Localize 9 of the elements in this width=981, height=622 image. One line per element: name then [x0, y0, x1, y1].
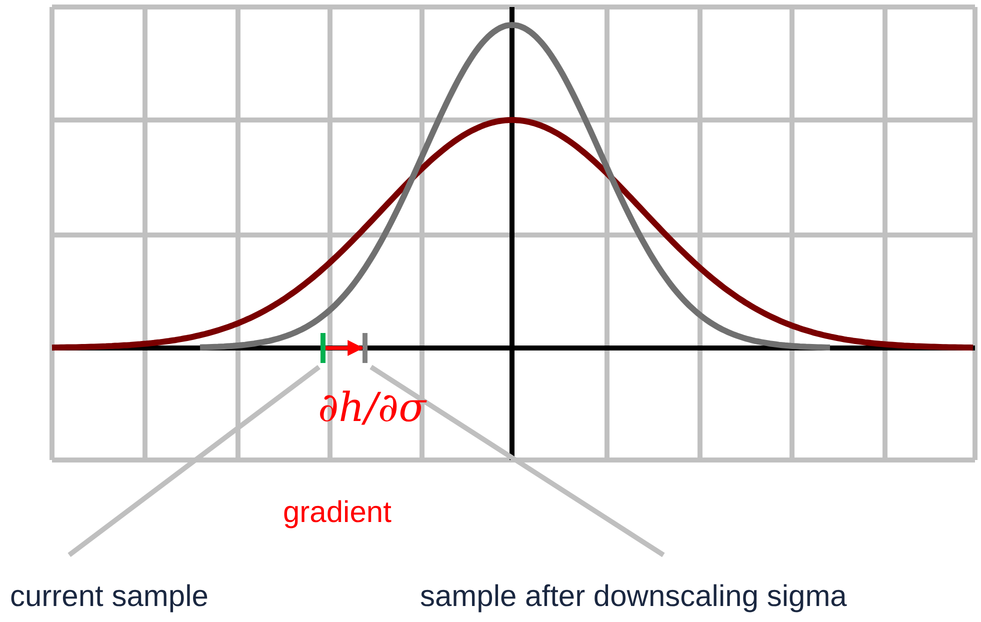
sample-caption: current sample: [10, 580, 208, 614]
sample-tick: [362, 333, 368, 363]
leader-line: [68, 365, 320, 557]
gradient-arrow: [326, 340, 364, 356]
sample-caption: sample after downscaling sigma: [420, 580, 847, 614]
sample-tick: [320, 333, 326, 363]
leader-line: [370, 364, 665, 558]
derivative-label: ∂h/∂σ: [318, 385, 426, 431]
gradient-label: gradient: [283, 496, 392, 530]
